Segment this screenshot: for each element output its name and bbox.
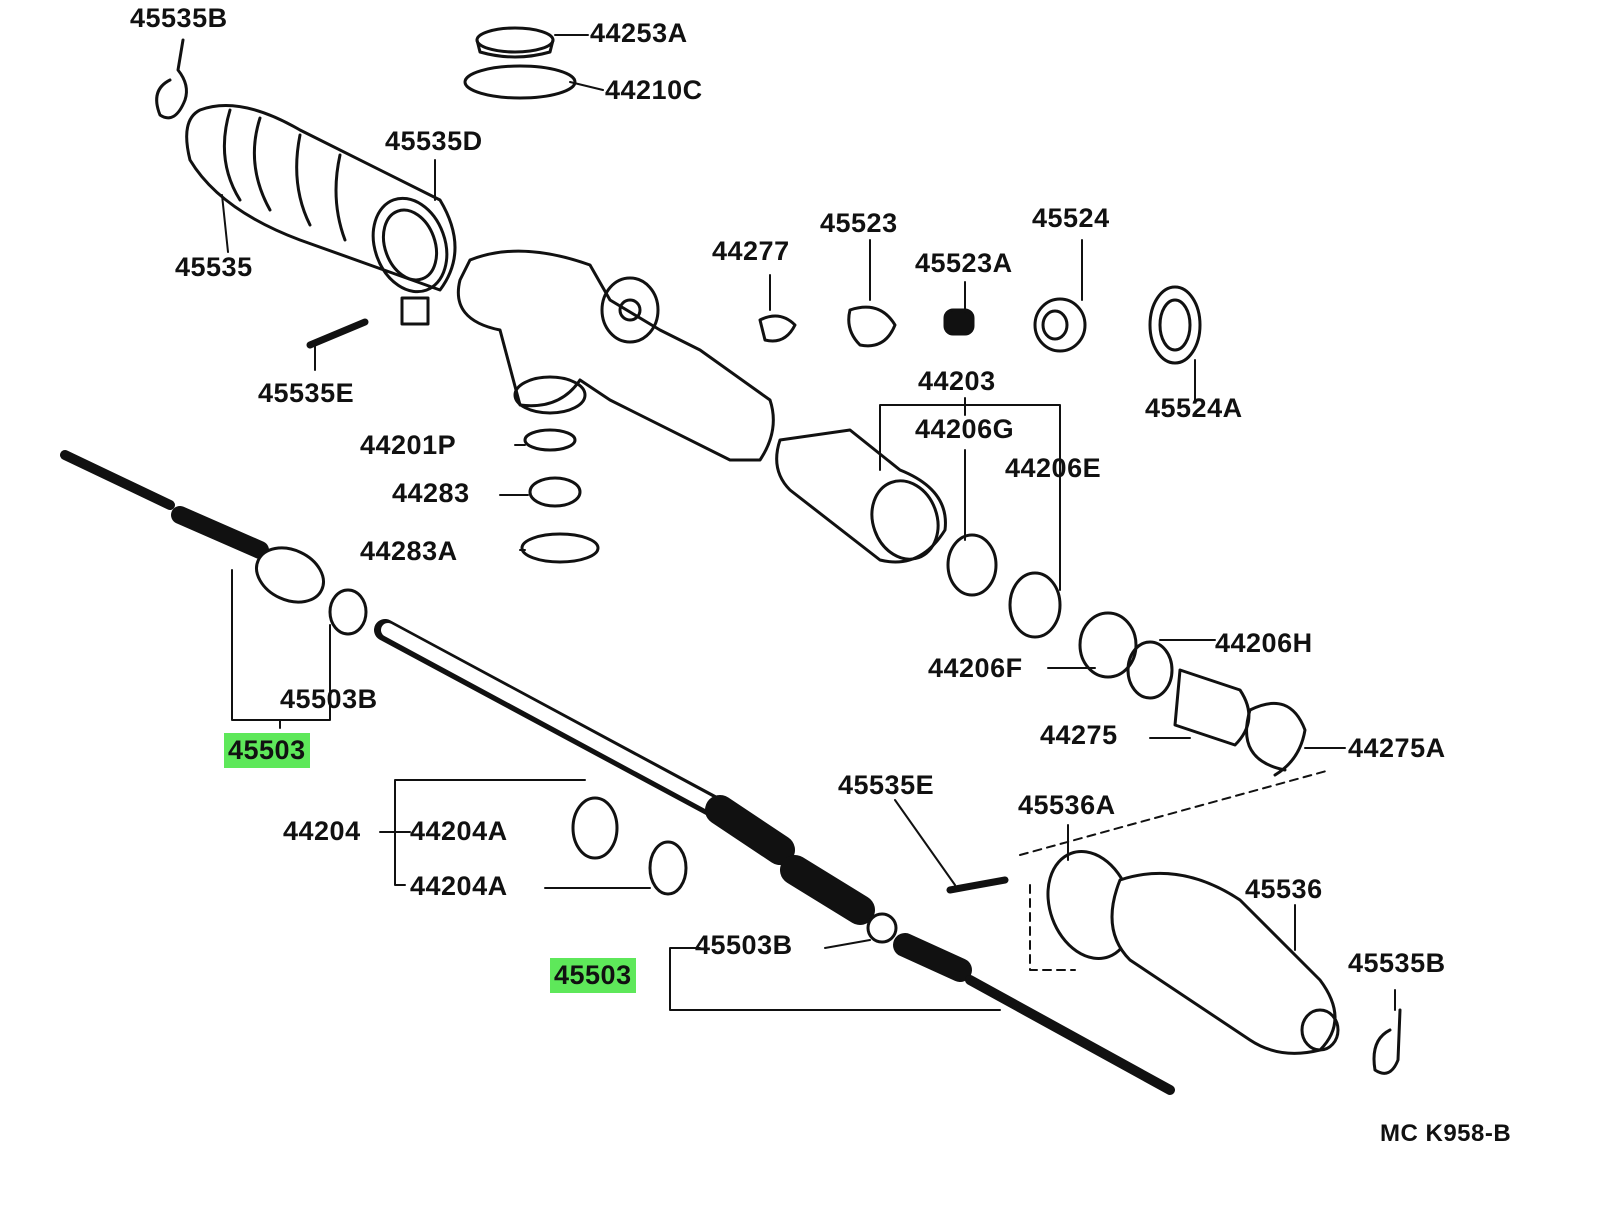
label-44277: 44277: [712, 236, 790, 266]
claw-washer-left: [328, 588, 368, 636]
label-guide-spring-cap: 45523A: [915, 248, 1013, 278]
label-rack-ring-1: 44204A: [410, 816, 508, 846]
label-snap-ring: 44275A: [1348, 733, 1446, 763]
nut-part: [528, 476, 582, 508]
guide-cap: [943, 308, 975, 336]
tie-rod-left: [60, 450, 325, 604]
label-rack-guide: 45523: [820, 208, 898, 238]
label-rack: 44204: [283, 816, 361, 846]
o-ring: [463, 64, 577, 100]
leader-lines: [221, 34, 1396, 1011]
label-bushing: 44275: [1040, 720, 1118, 750]
label-nut-a: 44283A: [360, 536, 458, 566]
label-boot-clamp-left: 45535B: [130, 3, 228, 33]
rack-bar: [374, 619, 795, 865]
right-boot: [1046, 850, 1340, 1055]
part-44277: [758, 314, 797, 343]
left-boot: [185, 104, 457, 294]
label-boot-clamp-right: 45535B: [1348, 948, 1446, 978]
label-boot-clip-right: 45536A: [1018, 790, 1116, 820]
label-boot-right: 45536: [1245, 874, 1323, 904]
label-tie-rod-end-left-highlighted[interactable]: 45503: [224, 733, 310, 768]
label-claw-washer-left: 45503B: [280, 684, 378, 714]
right-clamp: [1372, 1008, 1402, 1075]
rack-guide: [847, 305, 897, 348]
seal-cap: [475, 26, 555, 59]
label-clip-screw-left: 45535E: [258, 378, 355, 408]
rack-ring-1: [571, 796, 619, 860]
label-claw-washer-right: 45503B: [695, 930, 793, 960]
label-lock-nut: 45524A: [1145, 393, 1243, 423]
spring: [1033, 297, 1087, 353]
diagram-code: MC K958-B: [1380, 1120, 1512, 1147]
label-seal-cap: 44253A: [590, 18, 688, 48]
label-seal-e: 44206E: [1005, 453, 1102, 483]
label-seal-g: 44206G: [915, 414, 1015, 444]
label-clip-screw-right: 45535E: [838, 770, 935, 800]
label-o-ring: 44210C: [605, 75, 703, 105]
label-seal-f: 44206F: [928, 653, 1023, 683]
label-cylinder-assy: 44203: [918, 366, 996, 396]
label-tie-rod-end-right-highlighted[interactable]: 45503: [550, 958, 636, 993]
seal-g: [946, 533, 998, 597]
label-boot-left: 45535: [175, 252, 253, 282]
tie-rod-right: [780, 855, 1175, 1095]
screw-left: [306, 318, 369, 349]
plug-part: [523, 428, 577, 452]
label-plug: 44201P: [360, 430, 457, 460]
seal-f: [1078, 611, 1138, 679]
left-clamp: [155, 38, 188, 120]
seal-e: [1008, 571, 1062, 639]
nut-a-part: [520, 532, 600, 564]
label-guide-spring: 45524: [1032, 203, 1110, 233]
seal-h: [1126, 640, 1174, 700]
nut-small: [400, 296, 430, 326]
lock-nut-part: [1148, 285, 1202, 365]
label-boot-clip-left: 45535D: [385, 126, 483, 156]
rack-housing: [456, 249, 947, 564]
label-rack-ring-2: 44204A: [410, 871, 508, 901]
rack-ring-2: [648, 840, 688, 896]
label-nut: 44283: [392, 478, 470, 508]
label-seal-h: 44206H: [1215, 628, 1313, 658]
bushing-part: [1173, 668, 1251, 747]
snap-ring-part: [1245, 701, 1307, 777]
screw-right: [946, 876, 1009, 894]
